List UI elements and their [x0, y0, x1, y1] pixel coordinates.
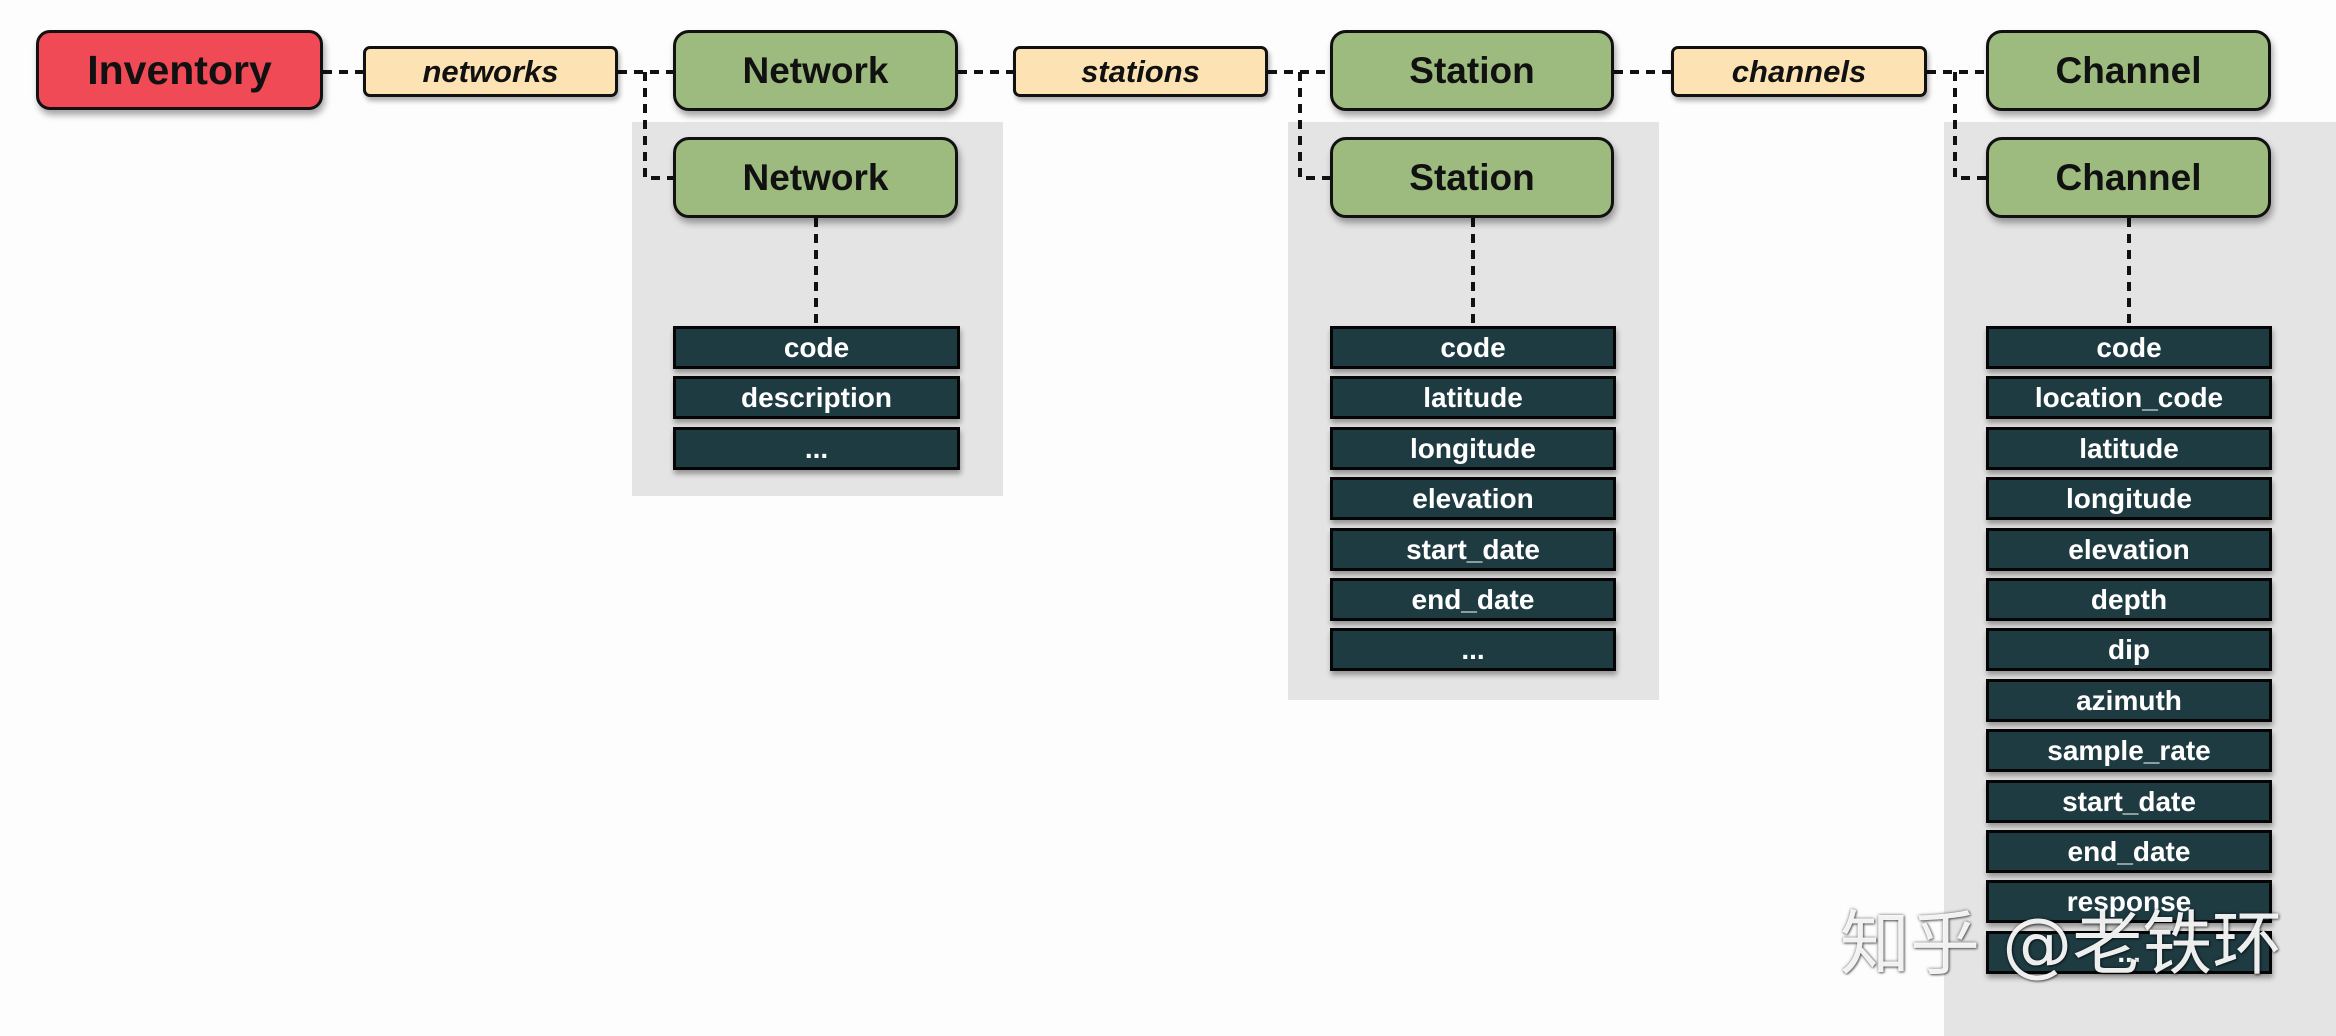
network-node: Network [673, 30, 958, 111]
field-response: response [1986, 880, 2272, 923]
field-more: ... [1986, 931, 2272, 974]
field-end-date: end_date [1986, 830, 2272, 873]
field-elevation: elevation [1330, 477, 1616, 520]
channel-node: Channel [1986, 30, 2271, 111]
field-sample-rate: sample_rate [1986, 729, 2272, 772]
field-location-code: location_code [1986, 376, 2272, 419]
station-item-node: Station [1330, 137, 1614, 218]
field-code: code [673, 326, 960, 369]
field-longitude: longitude [1330, 427, 1616, 470]
field-end-date: end_date [1330, 578, 1616, 621]
field-elevation: elevation [1986, 528, 2272, 571]
field-code: code [1330, 326, 1616, 369]
field-dip: dip [1986, 628, 2272, 671]
field-latitude: latitude [1986, 427, 2272, 470]
field-latitude: latitude [1330, 376, 1616, 419]
inventory-node: Inventory [36, 30, 323, 110]
field-depth: depth [1986, 578, 2272, 621]
field-azimuth: azimuth [1986, 679, 2272, 722]
field-code: code [1986, 326, 2272, 369]
field-description: description [673, 376, 960, 419]
field-more: ... [1330, 628, 1616, 671]
field-start-date: start_date [1330, 528, 1616, 571]
channels-relation-tag: channels [1671, 46, 1927, 97]
stations-relation-tag: stations [1013, 46, 1268, 97]
watermark: 知乎 @老铁环 [1840, 903, 2283, 985]
field-longitude: longitude [1986, 477, 2272, 520]
network-item-node: Network [673, 137, 958, 218]
channel-item-node: Channel [1986, 137, 2271, 218]
field-start-date: start_date [1986, 780, 2272, 823]
networks-relation-tag: networks [363, 46, 618, 97]
station-node: Station [1330, 30, 1614, 111]
field-more: ... [673, 427, 960, 470]
